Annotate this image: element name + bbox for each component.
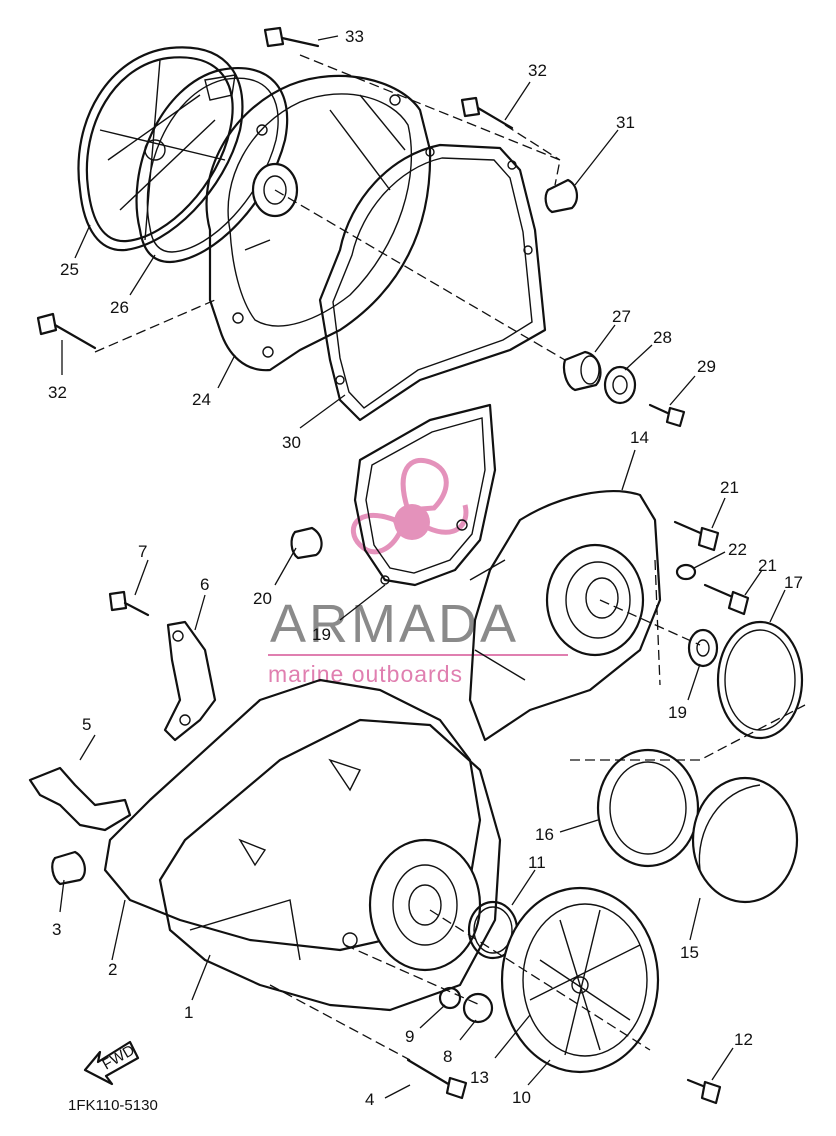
callout-15: 15	[680, 943, 699, 962]
callout-33: 33	[345, 27, 364, 46]
callout-26: 26	[110, 298, 129, 317]
callout-29: 29	[697, 357, 716, 376]
part-8-plug	[462, 992, 494, 1024]
part-12-bolt	[686, 1078, 722, 1105]
callout-19-middle: 19	[312, 625, 331, 644]
callout-24: 24	[192, 390, 211, 409]
part-29-bolt	[648, 403, 686, 428]
part-15-cap	[691, 776, 799, 904]
callout-20: 20	[253, 589, 272, 608]
callout-30: 30	[282, 433, 301, 452]
callout-21-lower: 21	[758, 556, 777, 575]
leader-lines	[59, 35, 786, 1099]
part-24-crankcase-cover	[205, 74, 432, 372]
part-31-dowel	[544, 178, 578, 214]
part-5-bracket	[28, 766, 132, 832]
callout-32-upper: 32	[528, 61, 547, 80]
part-32-bolt-upper	[460, 96, 514, 130]
diagram-code: 1FK110-5130	[68, 1097, 158, 1114]
part-4-bolt	[406, 1058, 468, 1100]
callout-4: 4	[365, 1090, 374, 1109]
callout-27: 27	[612, 307, 631, 326]
part-2-gasket	[103, 678, 482, 952]
watermark-brand: ARMADA	[270, 594, 519, 654]
callout-9: 9	[405, 1027, 414, 1046]
part-20-dowel	[290, 526, 323, 560]
callout-32-lower: 32	[48, 383, 67, 402]
part-21-bolt-lower	[703, 583, 750, 616]
callout-14: 14	[630, 428, 649, 447]
callout-19-right: 19	[668, 703, 687, 722]
part-7-bolt	[108, 590, 150, 617]
part-28-seal	[603, 365, 637, 405]
part-9-o-ring	[438, 986, 462, 1010]
watermark-tagline: marine outboards	[268, 661, 463, 687]
part-21-bolt-upper	[673, 520, 720, 552]
callout-22: 22	[728, 540, 747, 559]
part-32-bolt-lower	[36, 312, 97, 350]
part-14-cover	[468, 490, 662, 742]
callout-25: 25	[60, 260, 79, 279]
part-30-gasket	[318, 143, 547, 422]
part-19-gasket-middle	[353, 403, 497, 587]
callout-8: 8	[443, 1047, 452, 1066]
part-33-bolt	[263, 26, 320, 48]
part-26-gasket	[135, 67, 289, 264]
part-3-dowel	[51, 850, 86, 886]
callout-1: 1	[184, 1003, 193, 1022]
callout-21-upper: 21	[720, 478, 739, 497]
callout-13: 13	[470, 1068, 489, 1087]
callout-11: 11	[528, 853, 546, 872]
part-27-bushing	[562, 350, 602, 392]
callout-16: 16	[535, 825, 554, 844]
fwd-arrow: FWD	[83, 1040, 140, 1086]
part-22-o-ring	[675, 563, 697, 581]
part-6-bracket	[163, 620, 217, 742]
callout-5: 5	[82, 715, 91, 734]
part-16-oil-seal-ring	[596, 748, 700, 868]
callout-2: 2	[108, 960, 117, 979]
watermark: ARMADA marine outboards	[268, 457, 568, 687]
callouts: 33 32 31 25 26 32 24 27 28 29 30 14 21 2…	[48, 27, 803, 1109]
callout-6: 6	[200, 575, 209, 594]
part-1-crankcase-cover	[158, 718, 502, 1012]
callout-28: 28	[653, 328, 672, 347]
callout-12: 12	[734, 1030, 753, 1049]
part-10-cover-disc	[500, 886, 660, 1074]
callout-17: 17	[784, 573, 803, 592]
callout-7: 7	[138, 542, 147, 561]
callout-31: 31	[616, 113, 635, 132]
assembly-lines	[94, 54, 806, 1061]
callout-3: 3	[52, 920, 61, 939]
part-19-washer	[687, 628, 719, 668]
part-17-circlip	[716, 620, 804, 740]
callout-10: 10	[512, 1088, 531, 1107]
